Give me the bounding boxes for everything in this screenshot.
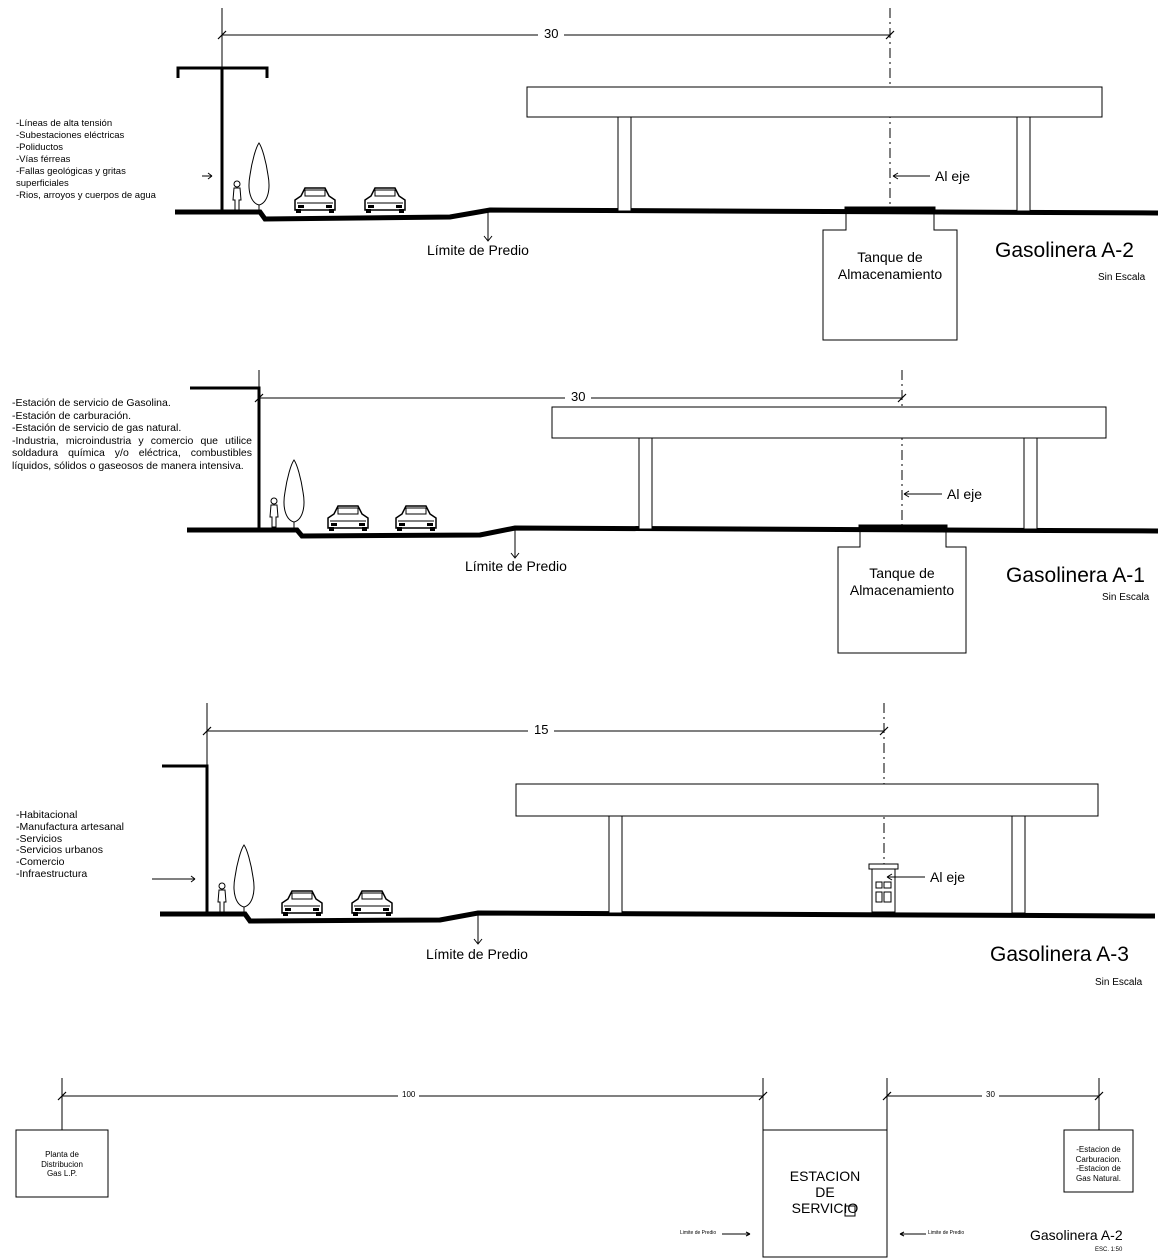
plan-scale: ESC. 1:50 <box>1095 1247 1123 1253</box>
a3-scale: Sin Escala <box>1095 977 1143 988</box>
a1-restriction-list: -Estación de servicio de Gasolina. -Esta… <box>12 397 252 472</box>
a3-property-limit-label: Límite de Predio <box>426 946 528 962</box>
a2-dimension: 30 <box>538 27 565 40</box>
plan-title: Gasolinera A-2 <box>1030 1227 1123 1243</box>
section-a3 <box>152 703 1156 945</box>
a1-property-limit-label: Límite de Predio <box>465 558 567 574</box>
plan-station-label: ESTACION DE SERVICIO <box>789 1168 861 1216</box>
a3-title: Gasolinera A-3 <box>990 943 1129 966</box>
plan-limit-right: Limite de Predio <box>928 1230 965 1236</box>
a1-tank-label: Tanque de Almacenamiento <box>849 565 955 598</box>
a3-dimension: 15 <box>528 723 555 736</box>
a2-axis-label: Al eje <box>935 168 971 184</box>
a2-tank-label: Tanque de Almacenamiento <box>837 249 943 282</box>
a3-restriction-list: -Habitacional -Manufactura artesanal -Se… <box>16 809 124 880</box>
a3-axis-label: Al eje <box>930 869 966 885</box>
plan-limit-left: Limite de Predio <box>680 1230 717 1236</box>
a2-scale: Sin Escala <box>1098 272 1146 283</box>
plan-dimension-left: 100 <box>398 1091 420 1099</box>
plan-carburation-label: -Estacion de Carburacion. -Estacion de G… <box>1075 1145 1122 1183</box>
plan-dimension-right: 30 <box>982 1091 999 1099</box>
plan-view <box>15 1078 1134 1258</box>
section-a2 <box>175 8 1159 341</box>
section-a1 <box>187 370 1159 654</box>
plan-lp-gas-plant-label: Planta de Distribucion Gas L.P. <box>41 1150 83 1178</box>
a1-title: Gasolinera A-1 <box>1006 564 1145 587</box>
a1-dimension: 30 <box>565 390 592 403</box>
a2-property-limit-label: Límite de Predio <box>427 242 529 258</box>
a1-axis-label: Al eje <box>947 486 983 502</box>
a1-scale: Sin Escala <box>1102 592 1150 603</box>
a2-title: Gasolinera A-2 <box>995 239 1134 262</box>
a2-restriction-list: -Líneas de alta tensión -Subestaciones e… <box>16 118 156 201</box>
